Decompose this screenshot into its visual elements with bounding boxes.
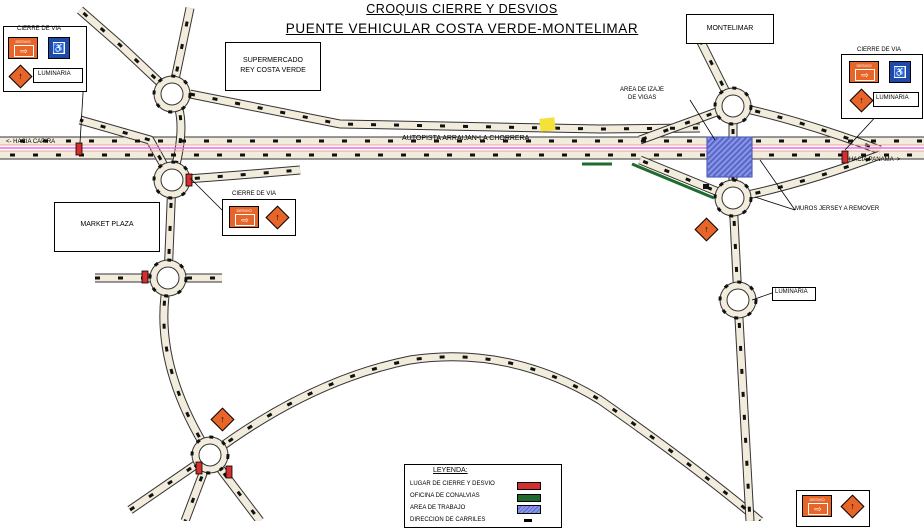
muros-jersey-label: MUROS JERSEY A REMOVER [795,206,880,212]
road-arc-lane-marks [209,355,761,521]
closure-callout-bottom: DESVIO⇨ ↑ [796,490,870,527]
roundabout-lane-6 [718,280,758,320]
desvio-sign: DESVIO⇨ [802,495,832,517]
diamond-arrow-sign: ↑ [265,205,290,230]
roundabout-island-5 [721,186,745,210]
frontage-north-lane-marks [189,92,701,131]
office-swatch [517,494,541,502]
arrow-right-icon: ⇨ [855,69,875,81]
ramp-top-right-e-lane-marks [732,104,881,152]
arrow-up-icon: ↑ [18,71,23,81]
roundabout-island-1 [160,168,184,192]
arrow-right-icon: ⇨ [235,214,255,226]
office-segment-2 [631,162,715,200]
ramp-top-right-w-lane-marks [639,104,734,142]
closure-callout-capira: CIERRE DE VIA DESVIO⇨ ♿ ↑ LUMINARIA [3,26,87,92]
arrow-up-icon: ↑ [220,414,225,424]
road-bottom-right-lane-marks [208,454,262,521]
leader-muros-2 [754,196,796,211]
arrow-right-icon: ⇨ [808,503,828,515]
roundabout-lane-3 [190,435,230,475]
diamond-arrow-sign: ↑ [849,88,874,113]
roundabout-island-4 [721,94,745,118]
desvio-sign: DESVIO⇨ [8,37,38,59]
supermercado-label-2: REY COSTA VERDE [240,67,306,74]
arrow-right-icon: ⇨ [14,45,34,57]
hacia-capira-label: <- HACIA CAPIRA [6,139,56,145]
arrow-up-icon: ↑ [859,95,864,105]
map-overlays [75,59,881,479]
arrow-up-icon: ↑ [275,212,280,222]
closure-marker-4 [195,461,203,475]
roundabout-lane-2 [148,258,188,298]
supermercado-label-1: SUPERMERCADO [243,57,303,64]
roundabout-lane-5 [713,178,753,218]
road-north-left-lane-marks [170,7,192,95]
luminaria-tag-right: LUMINARIA [772,287,816,301]
closure-callout-panama: CIERRE DE VIA DESVIO⇨ ♿ ↑ LUMINARIA [841,47,923,119]
closure-marker-1 [185,173,193,187]
desvio-sign: DESVIO⇨ [229,206,259,228]
leader-luminaria [751,292,773,301]
luminaria-tag-panama: LUMINARIA [873,92,919,107]
closure-marker-3 [841,150,849,164]
road-bottom-left-lane-marks [129,453,211,512]
worker-sign: ♿ [889,61,911,83]
roundabout-island-2 [156,266,180,290]
arrow-up-icon: ↑ [704,224,709,234]
market-plaza-label: MARKET PLAZA [80,221,134,228]
sticky-note-icon [539,117,556,132]
ramp-bottom-right-w-lane-marks [639,158,734,200]
closure-swatch [517,482,541,490]
worker-sign: ♿ [48,37,70,59]
cierre-label-panama: CIERRE DE VIA [857,47,902,53]
supermercado-box: SUPERMERCADO REY COSTA VERDE [225,42,321,91]
road-northwest-lane-marks [79,8,174,96]
desvio-sign: DESVIO⇨ [849,61,879,83]
autopista-label: AUTOPISTA ARRAIJAN-LA CHORRERA [402,135,530,142]
area-izaje-label-1: AREA DE IZAJE [620,87,665,93]
road-down-left [160,277,213,457]
cierre-label-mid: CIERRE DE VIA [232,191,277,197]
road-vertical-left-lane-marks [166,179,174,279]
montelimar-box: MONTELIMAR [686,14,774,44]
ramp-bottom-right-e-lane-marks [732,153,881,200]
roundabout-island-6 [726,288,750,312]
diamond-arrow-sign: ↑ [8,64,33,89]
map-title: CROQUIS CIERRE Y DESVIOS [366,2,558,16]
diamond-arrow-sign: ↑ [840,494,865,519]
ramp-west-lane-marks [79,118,174,181]
arrow-up-icon: ↑ [850,501,855,511]
hacia-panama-label: HACIA PANAMA -> [849,157,901,163]
closure-marker-2 [141,270,149,284]
worker-icon: ♿ [53,42,65,54]
office-marker [703,184,709,189]
closure-marker-0 [75,142,83,156]
leader-muros-1 [759,159,796,211]
roundabout-island-3 [198,443,222,467]
map-subtitle: PUENTE VEHICULAR COSTA VERDE-MONTELIMAR [285,21,639,36]
frontage-north [189,90,701,133]
leader-izaje [689,99,716,141]
worker-icon: ♿ [894,66,906,78]
montelimar-label: MONTELIMAR [706,25,754,32]
road-network [0,6,924,521]
luminaria-tag-capira: LUMINARIA [33,68,83,83]
roundabout-lane-0 [152,74,192,114]
roundabout-island-0 [160,82,184,106]
work-area-hatch [707,137,752,177]
market-plaza-box: MARKET PLAZA [54,202,160,252]
closure-marker-5 [225,465,233,479]
road-south-right-lane-marks [736,299,752,521]
legend-title: LEYENDA: [433,467,468,474]
work-area-swatch [517,505,541,514]
legend: LEYENDA: LUGAR DE CIERRE Y DESVIO OFICIN… [404,464,562,528]
cierre-label-capira: CIERRE DE VIA [17,26,62,32]
leader-mid [189,177,223,211]
roundabout-lane-4 [713,86,753,126]
area-izaje-label-2: DE VIGAS [628,95,657,101]
closure-callout-mid: DESVIO⇨ ↑ [222,199,296,236]
